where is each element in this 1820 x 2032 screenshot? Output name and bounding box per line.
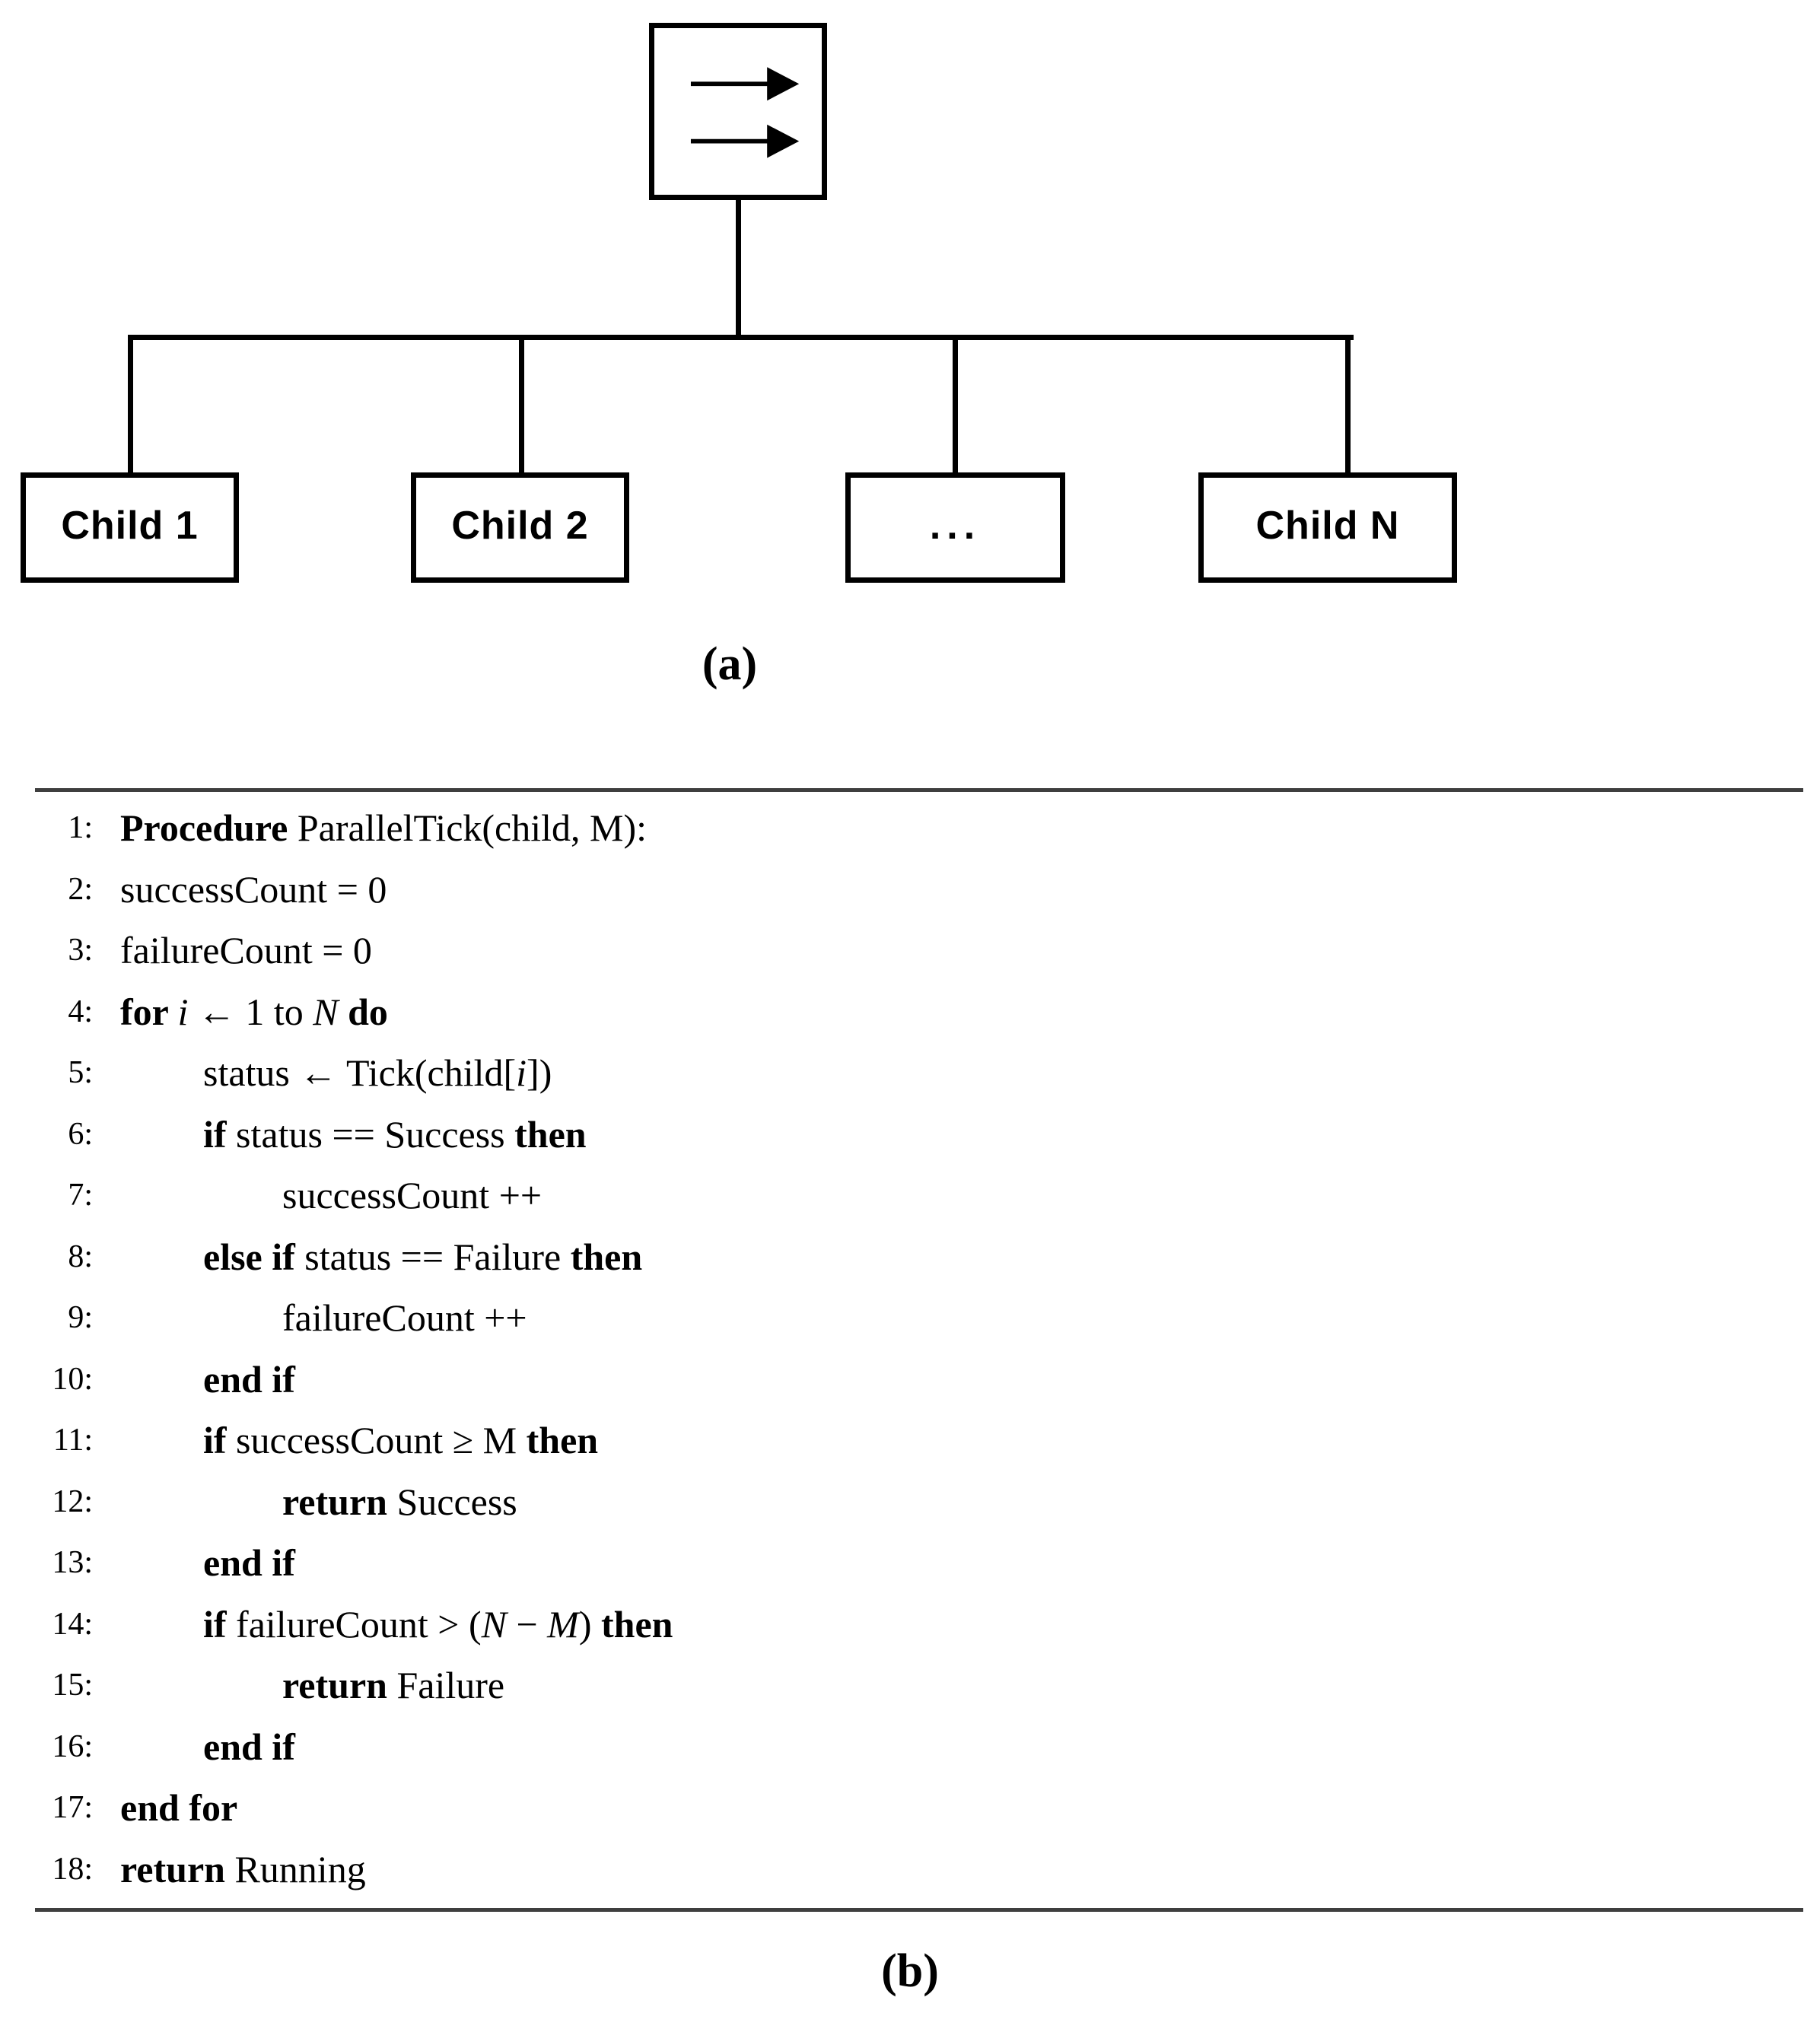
algo-line-content: end for bbox=[120, 1786, 238, 1830]
child-n-box: Child N bbox=[1198, 472, 1457, 583]
algo-line-15: 15: return Failure bbox=[35, 1655, 1785, 1716]
algo-line-number: 3: bbox=[68, 933, 93, 968]
algo-line-number: 10: bbox=[52, 1361, 93, 1397]
algo-line-7: 7: successCount ++ bbox=[35, 1165, 1785, 1226]
algo-line-content: else if status == Failure then bbox=[203, 1235, 643, 1278]
algo-line-number: 2: bbox=[68, 871, 93, 907]
child-2-box: Child 2 bbox=[411, 472, 629, 583]
algo-line-content: if status == Success then bbox=[203, 1112, 587, 1156]
pseudocode: 1: Procedure ParallelTick(child, M): 2: suc… bbox=[35, 797, 1785, 1900]
algo-line-number: 11: bbox=[52, 1423, 93, 1458]
algo-line-number: 1: bbox=[68, 810, 93, 846]
connector-horizontal-line bbox=[128, 335, 1354, 340]
algo-line-content: Procedure ParallelTick(child, M): bbox=[120, 806, 648, 850]
algo-line-9: 9: failureCount ++ bbox=[35, 1287, 1785, 1349]
child-n-label: Child N bbox=[1255, 503, 1400, 548]
rule-top bbox=[35, 788, 1803, 792]
algo-line-number: 4: bbox=[68, 994, 93, 1029]
algo-line-18: 18: return Running bbox=[35, 1839, 1785, 1900]
connector-drop-child-n bbox=[1345, 335, 1351, 473]
algo-line-content: successCount ++ bbox=[282, 1174, 542, 1217]
algo-line-content: end if bbox=[203, 1541, 295, 1585]
algo-line-2: 2: successCount = 0 bbox=[35, 859, 1785, 921]
connector-drop-child-1 bbox=[128, 335, 133, 473]
algo-line-content: failureCount = 0 bbox=[120, 929, 372, 972]
algo-line-6: 6: if status == Success then bbox=[35, 1104, 1785, 1165]
parallel-arrows-icon bbox=[690, 66, 800, 158]
connector-drop-ellipsis bbox=[953, 335, 958, 473]
algo-line-number: 17: bbox=[52, 1790, 93, 1826]
algo-line-11: 11: if successCount ≥ M then bbox=[35, 1410, 1785, 1471]
child-1-label: Child 1 bbox=[61, 503, 199, 548]
algo-line-number: 12: bbox=[52, 1483, 93, 1519]
algo-line-content: failureCount ++ bbox=[282, 1296, 527, 1340]
algo-line-number: 18: bbox=[52, 1851, 93, 1887]
algo-line-content: status ← Tick(child[i]) bbox=[203, 1051, 552, 1095]
algo-line-content: return Failure bbox=[282, 1664, 505, 1707]
ellipsis-label: ... bbox=[929, 503, 982, 548]
algo-line-12: 12: return Success bbox=[35, 1471, 1785, 1533]
rule-bottom bbox=[35, 1908, 1803, 1912]
algo-line-content: return Running bbox=[120, 1847, 366, 1890]
algo-line-number: 5: bbox=[68, 1055, 93, 1091]
algo-line-number: 14: bbox=[52, 1606, 93, 1642]
algo-line-4: 4: for i ← 1 to N do bbox=[35, 981, 1785, 1043]
child-1-box: Child 1 bbox=[21, 472, 239, 583]
connector-drop-child-2 bbox=[519, 335, 524, 473]
algo-line-number: 13: bbox=[52, 1545, 93, 1581]
ellipsis-box: ... bbox=[845, 472, 1065, 583]
algo-line-1: 1: Procedure ParallelTick(child, M): bbox=[35, 797, 1785, 859]
algo-line-5: 5: status ← Tick(child[i]) bbox=[35, 1042, 1785, 1104]
algo-line-number: 15: bbox=[52, 1668, 93, 1703]
algo-line-3: 3: failureCount = 0 bbox=[35, 920, 1785, 981]
algo-line-17: 17: end for bbox=[35, 1777, 1785, 1839]
parallel-node-box bbox=[649, 23, 827, 200]
algo-line-content: if failureCount > (N − M) then bbox=[203, 1602, 673, 1646]
algo-line-content: successCount = 0 bbox=[120, 867, 387, 911]
caption-a: (a) bbox=[702, 638, 758, 690]
algo-line-content: for i ← 1 to N do bbox=[120, 990, 388, 1033]
algo-line-content: return Success bbox=[282, 1480, 517, 1523]
algo-line-13: 13: end if bbox=[35, 1532, 1785, 1594]
connector-root-line bbox=[736, 195, 741, 339]
algo-line-number: 6: bbox=[68, 1116, 93, 1152]
algo-line-14: 14: if failureCount > (N − M) then bbox=[35, 1594, 1785, 1655]
algo-line-number: 7: bbox=[68, 1178, 93, 1213]
algo-line-8: 8: else if status == Failure then bbox=[35, 1226, 1785, 1288]
algo-line-number: 9: bbox=[68, 1300, 93, 1336]
algo-line-content: if successCount ≥ M then bbox=[203, 1419, 599, 1462]
algo-line-content: end if bbox=[203, 1725, 295, 1768]
algo-line-10: 10: end if bbox=[35, 1349, 1785, 1410]
algo-line-content: end if bbox=[203, 1357, 295, 1401]
algo-line-number: 8: bbox=[68, 1239, 93, 1274]
algo-line-number: 16: bbox=[52, 1728, 93, 1764]
child-2-label: Child 2 bbox=[451, 503, 589, 548]
algo-line-16: 16: end if bbox=[35, 1716, 1785, 1778]
caption-b: (b) bbox=[881, 1945, 939, 1997]
